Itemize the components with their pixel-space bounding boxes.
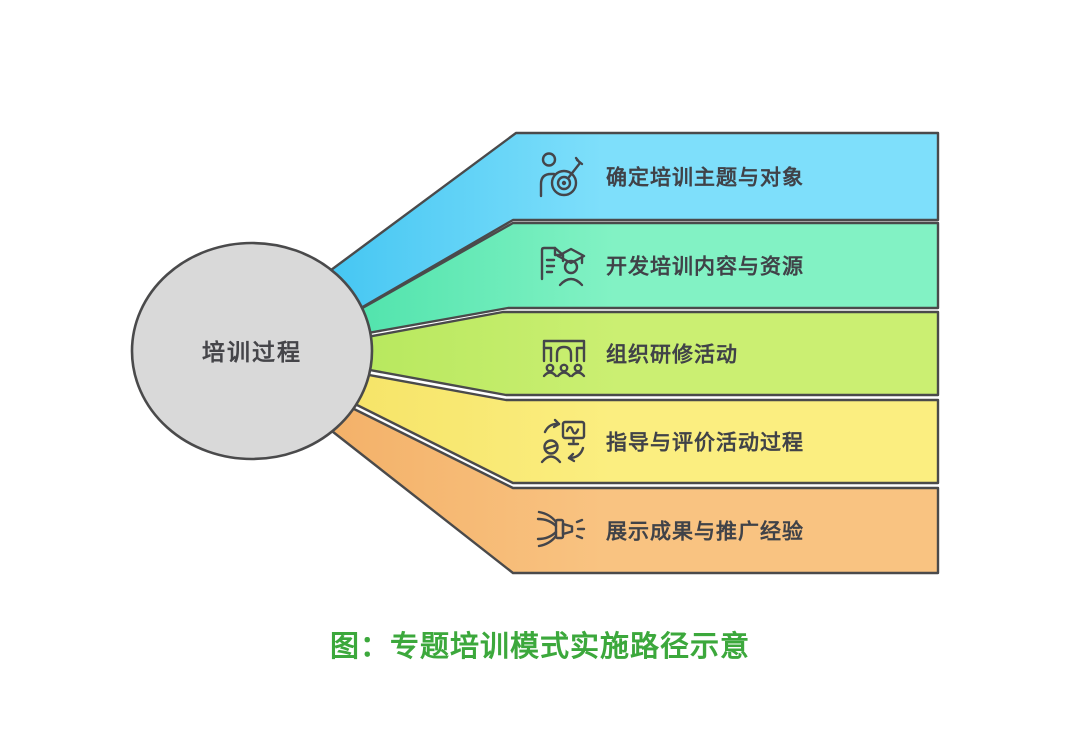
workshop-group-icon xyxy=(542,339,586,378)
center-label: 培训过程 xyxy=(202,339,302,365)
process-circle-shape xyxy=(132,243,372,459)
step-band-3: 组织研修活动 xyxy=(354,310,940,397)
process-circle-outline xyxy=(130,241,374,461)
step-label: 展示成果与推广经验 xyxy=(606,520,804,544)
step-label: 指导与评价活动过程 xyxy=(606,431,804,455)
document-graduate-icon xyxy=(540,246,586,287)
step-label: 确定培训主题与对象 xyxy=(606,166,804,190)
step-label: 开发培训内容与资源 xyxy=(606,255,804,279)
megaphone-icon xyxy=(536,510,586,548)
process-circle: 培训过程 xyxy=(130,241,374,461)
target-person-icon xyxy=(539,152,584,198)
figure-caption: 图：专题培训模式实施路径示意 xyxy=(330,629,750,663)
step-label: 组织研修活动 xyxy=(606,343,738,367)
person-chart-cycle-icon xyxy=(540,418,586,464)
step-band-1: 确定培训主题与对象 xyxy=(325,131,940,314)
step-band-2: 开发培训内容与资源 xyxy=(348,221,940,337)
